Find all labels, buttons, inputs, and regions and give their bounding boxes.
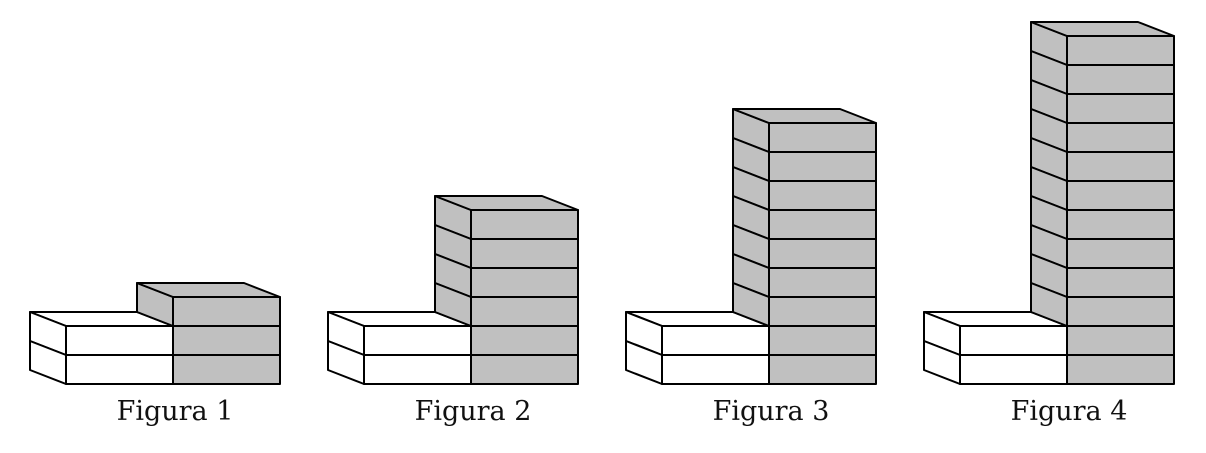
figure-2-blocks <box>327 195 579 385</box>
figure-3-caption: Figura 3 <box>713 396 830 427</box>
white-block-front-face <box>959 325 1068 356</box>
figure-3-blocks <box>625 108 877 385</box>
gray-block-front-face <box>1066 267 1175 298</box>
gray-block-front-face <box>1066 238 1175 269</box>
figure-3: Figura 3 <box>625 108 877 427</box>
white-block-front-face <box>363 325 472 356</box>
gray-block-front-face <box>470 267 579 298</box>
gray-block-front-face <box>470 238 579 269</box>
gray-block-front-face <box>470 209 579 240</box>
figure-4-blocks <box>923 21 1175 385</box>
gray-block-front-face <box>768 296 877 327</box>
gray-block-front-face <box>470 354 579 385</box>
gray-block-front-face <box>768 325 877 356</box>
white-block-front-face <box>363 354 472 385</box>
white-block-front-face <box>959 354 1068 385</box>
gray-block-front-face <box>1066 209 1175 240</box>
gray-block-front-face <box>768 238 877 269</box>
gray-block-front-face <box>1066 151 1175 182</box>
gray-block-front-face <box>1066 354 1175 385</box>
figure-1-caption: Figura 1 <box>117 396 234 427</box>
white-block-front-face <box>65 354 174 385</box>
figure-1: Figura 1 <box>29 282 281 427</box>
white-block-front-face <box>661 354 770 385</box>
gray-block-front-face <box>172 325 281 356</box>
gray-block-front-face <box>768 122 877 153</box>
figure-4-caption: Figura 4 <box>1011 396 1128 427</box>
figure-4: Figura 4 <box>923 21 1175 427</box>
figure-2: Figura 2 <box>327 195 579 427</box>
gray-block-front-face <box>768 267 877 298</box>
gray-block-front-face <box>1066 180 1175 211</box>
gray-block-front-face <box>1066 325 1175 356</box>
gray-block-front-face <box>1066 35 1175 66</box>
gray-block-front-face <box>1066 64 1175 95</box>
gray-block-front-face <box>1066 93 1175 124</box>
gray-block-front-face <box>1066 122 1175 153</box>
gray-block-front-face <box>768 151 877 182</box>
white-block-front-face <box>65 325 174 356</box>
gray-block-front-face <box>768 209 877 240</box>
gray-block-front-face <box>768 180 877 211</box>
white-block-front-face <box>661 325 770 356</box>
figure-2-caption: Figura 2 <box>415 396 532 427</box>
gray-block-front-face <box>470 325 579 356</box>
figure-1-blocks <box>29 282 281 385</box>
gray-block-front-face <box>172 354 281 385</box>
gray-block-front-face <box>470 296 579 327</box>
gray-block-front-face <box>1066 296 1175 327</box>
gray-block-front-face <box>768 354 877 385</box>
gray-block-front-face <box>172 296 281 327</box>
